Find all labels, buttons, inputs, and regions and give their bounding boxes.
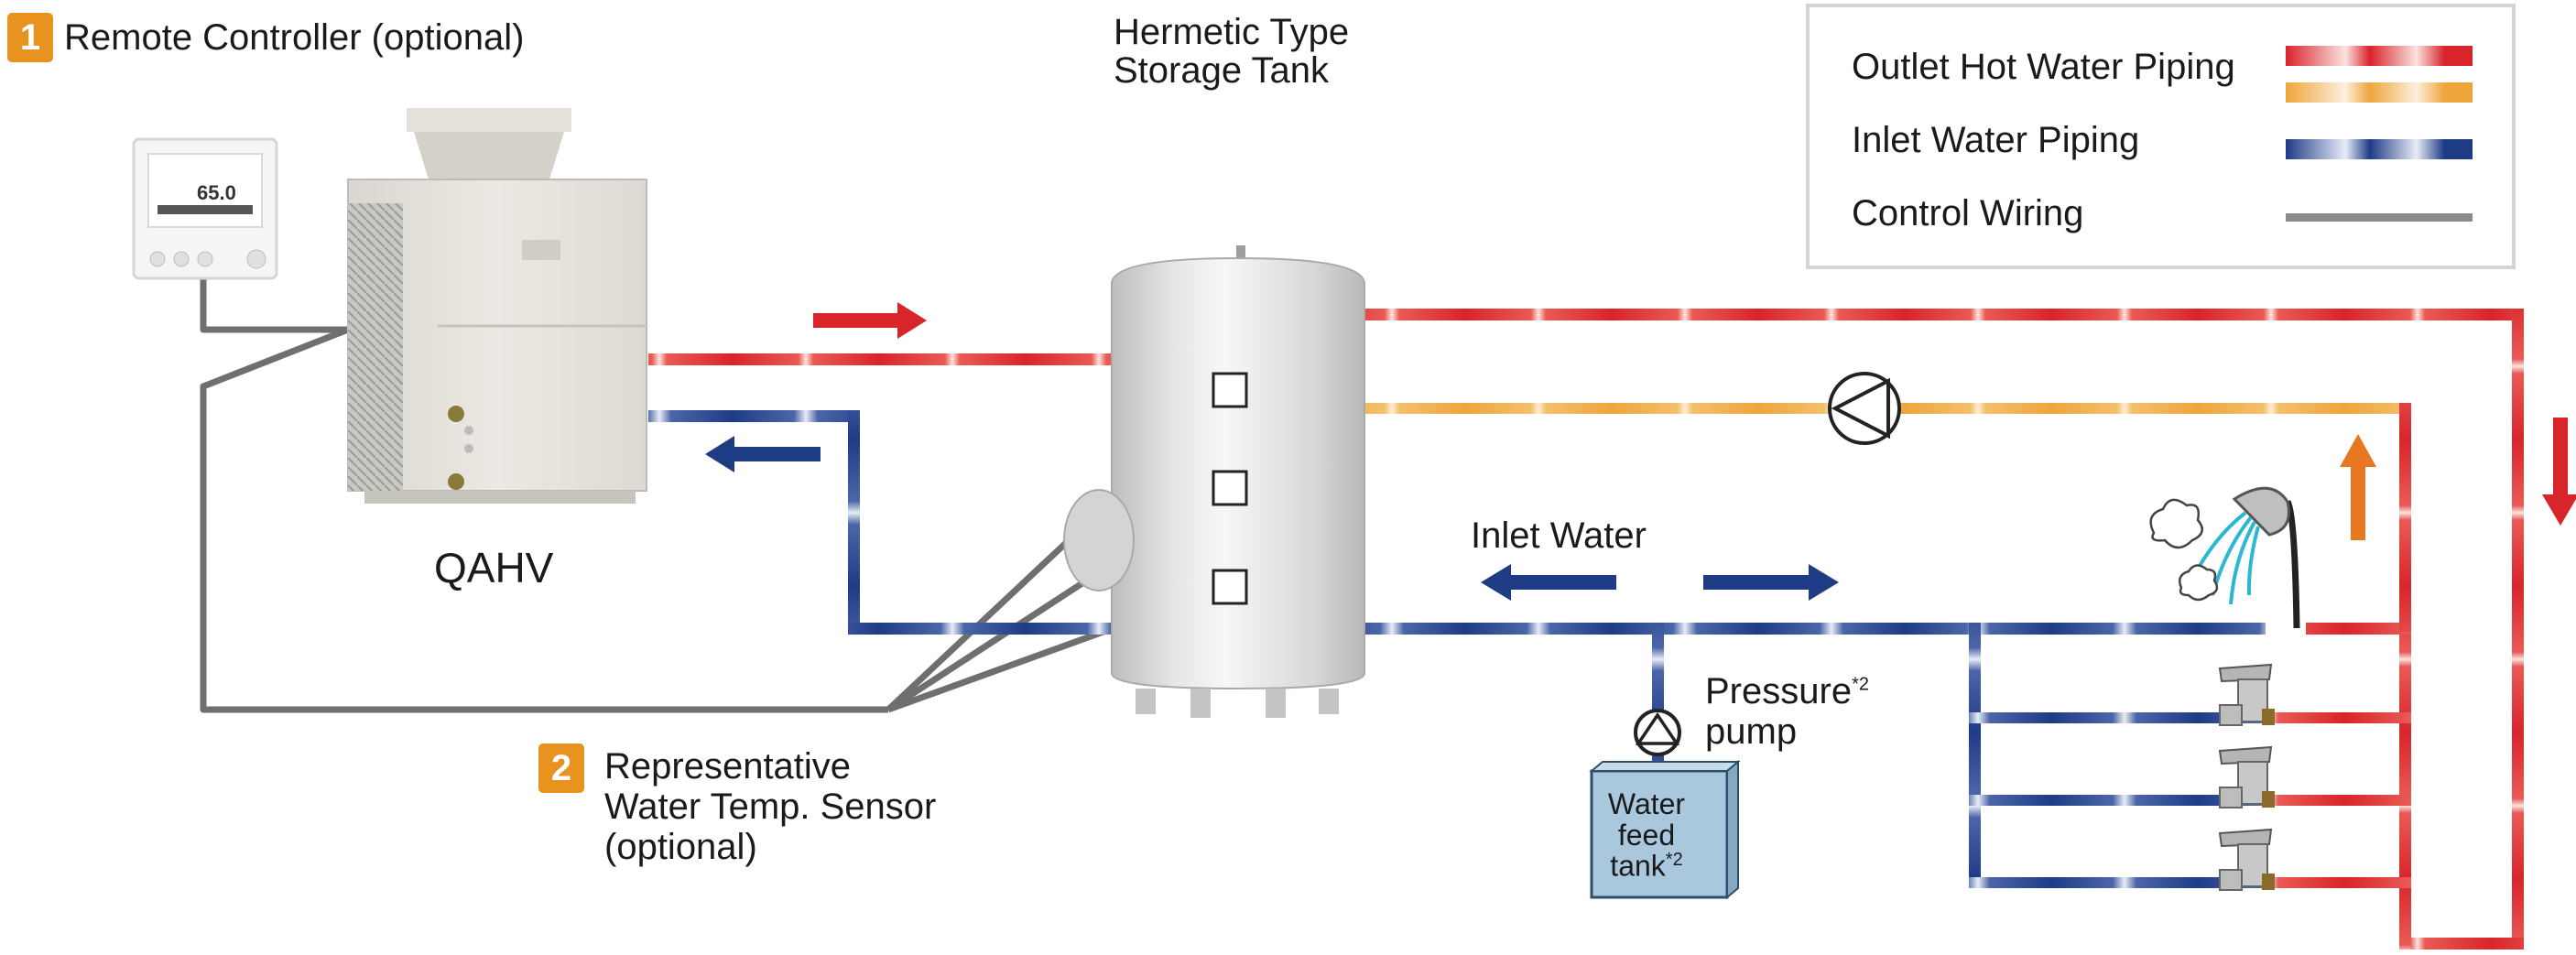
pressure-pump-label-line1: Pressure*2 [1705, 671, 1869, 711]
feed-tank-line2: feed [1617, 818, 1676, 852]
outlet-branch-2 [2262, 795, 2411, 806]
shower-fixture [2149, 486, 2300, 629]
inlet-branch-1 [1969, 712, 2262, 723]
arrow-inlet-left [1481, 564, 1616, 601]
inlet-water-label: Inlet Water [1471, 515, 1647, 556]
sensor-badge: 2 [538, 743, 584, 793]
circulation-pipe-riser [2399, 403, 2411, 632]
legend-swatch-inlet [2286, 139, 2473, 159]
legend-label-wiring: Control Wiring [1852, 193, 2084, 233]
sensor-label-line2: Water Temp. Sensor [604, 787, 937, 827]
sensor-label-line1: Representative [604, 746, 852, 787]
faucet-2 [2218, 745, 2275, 808]
wire-unit-loop [200, 326, 888, 713]
tank-title-line2: Storage Tank [1114, 50, 1329, 91]
legend-swatches [2286, 46, 2473, 222]
outlet-pipe-shower-feed [2306, 623, 2411, 635]
sensor-bottom [1212, 569, 1248, 605]
pressure-pump [1634, 709, 1681, 756]
tank-title-line1: Hermetic Type [1114, 12, 1350, 52]
faucet-3 [2218, 828, 2275, 891]
outlet-pipe-return-riser [2399, 623, 2411, 950]
sensor-top [1212, 372, 1248, 408]
arrow-hot-supply [813, 302, 927, 339]
outlet-pipe-top [1359, 309, 2524, 320]
storage-tank [1063, 245, 1365, 718]
sensor-label-line3: (optional) [604, 827, 757, 867]
faucet-1 [2218, 663, 2275, 726]
feed-tank-line1: Water [1607, 787, 1686, 820]
unit-side-grill [348, 203, 403, 491]
arrow-supply-down [2542, 418, 2576, 526]
legend-swatch-outlet-orange [2286, 82, 2473, 103]
outlet-branch-1 [2262, 712, 2411, 723]
controller-display-value: 65.0 [197, 181, 236, 204]
wire-controller-to-unit [200, 279, 348, 333]
inlet-branch-2 [1969, 795, 2262, 806]
legend: Outlet Hot Water Piping Inlet Water Pipi… [1806, 4, 2516, 269]
arrow-circulation-up [2340, 434, 2376, 540]
tank-side-port [1063, 489, 1135, 591]
steam-cloud-lower [2179, 564, 2219, 602]
outlet-pipe-bottom-return [2399, 938, 2524, 950]
outlet-pipe-right-drop [2512, 309, 2524, 950]
sensor-middle [1212, 470, 1248, 506]
pressure-pump-label-line2: pump [1705, 711, 1798, 752]
inlet-branch-3 [1969, 877, 2262, 888]
flow-arrows [705, 302, 2576, 601]
arrow-inlet-right [1703, 564, 1839, 601]
qahv-heat-pump-unit [347, 108, 647, 504]
steam-cloud-upper [2149, 498, 2204, 549]
remote-controller: 65.0 [132, 137, 278, 280]
water-feed-tank [1589, 759, 1741, 900]
inlet-pipe-unit-return [648, 410, 857, 422]
legend-swatch-outlet-red [2286, 46, 2473, 66]
remote-controller-label: Remote Controller (optional) [64, 17, 525, 58]
inlet-pipe-main [848, 623, 2266, 635]
inlet-pipe-branch-riser [1969, 623, 1981, 888]
circulation-pump [1828, 372, 1901, 445]
arrow-inlet-return [705, 436, 821, 472]
unit-name-label: QAHV [434, 544, 554, 591]
brand-logo [522, 240, 560, 260]
feed-tank-line3: tank*2 [1610, 849, 1683, 883]
outlet-pipe-unit-supply [648, 353, 1125, 365]
legend-label-inlet: Inlet Water Piping [1852, 120, 2140, 160]
outlet-branch-3 [2262, 877, 2411, 888]
water-feed-tank-label: Water feed tank*2 [1601, 787, 1692, 883]
legend-label-outlet: Outlet Hot Water Piping [1852, 47, 2235, 87]
remote-controller-badge: 1 [7, 13, 53, 62]
legend-swatch-wiring [2286, 213, 2473, 222]
controller-screen [147, 153, 263, 228]
inlet-pipe-drop [848, 410, 860, 634]
